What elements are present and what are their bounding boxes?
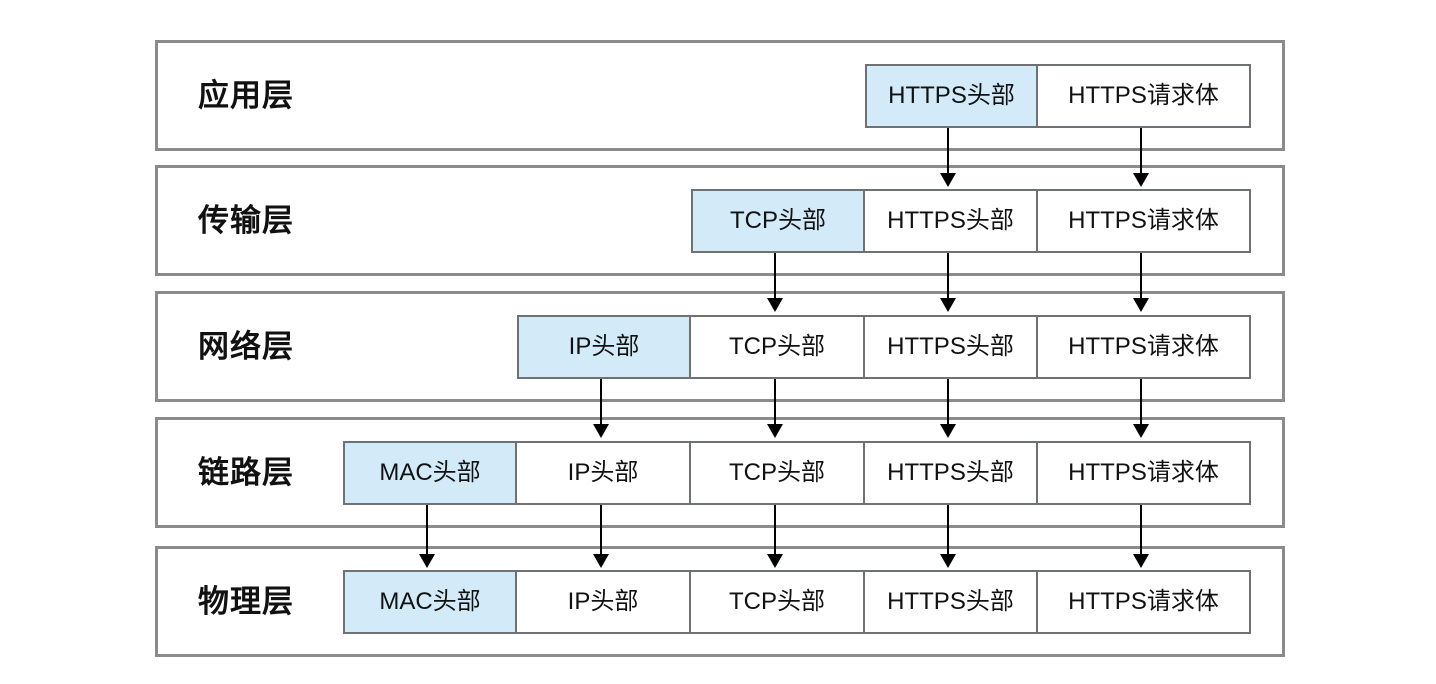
cell-https-body: HTTPS请求体 [1036,441,1251,505]
layer-label-network: 网络层 [198,329,294,364]
cell-ip-header: IP头部 [517,315,691,379]
cell-https-header: HTTPS头部 [863,570,1038,634]
layer-row-physical: 物理层 MAC头部 IP头部 TCP头部 HTTPS头部 HTTPS请求体 [155,546,1285,657]
cell-https-body: HTTPS请求体 [1036,570,1251,634]
cell-https-header: HTTPS头部 [865,64,1038,128]
layer-row-transport: 传输层 TCP头部 HTTPS头部 HTTPS请求体 [155,165,1285,276]
cell-ip-header: IP头部 [515,441,691,505]
cell-https-header: HTTPS头部 [863,189,1038,253]
cell-https-body: HTTPS请求体 [1036,64,1251,128]
layer-label-application: 应用层 [198,78,294,113]
cell-ip-header: IP头部 [515,570,691,634]
layer-label-physical: 物理层 [198,584,294,619]
layer-row-network: 网络层 IP头部 TCP头部 HTTPS头部 HTTPS请求体 [155,291,1285,402]
cell-tcp-header: TCP头部 [689,570,865,634]
cell-mac-header: MAC头部 [343,441,517,505]
layer-label-link: 链路层 [198,455,294,490]
cell-mac-header: MAC头部 [343,570,517,634]
cell-https-body: HTTPS请求体 [1036,189,1251,253]
layer-row-link: 链路层 MAC头部 IP头部 TCP头部 HTTPS头部 HTTPS请求体 [155,417,1285,528]
cell-tcp-header: TCP头部 [689,441,865,505]
cell-tcp-header: TCP头部 [689,315,865,379]
layer-row-application: 应用层 HTTPS头部 HTTPS请求体 [155,40,1285,151]
cell-https-header: HTTPS头部 [863,315,1038,379]
cell-tcp-header: TCP头部 [691,189,865,253]
cell-https-body: HTTPS请求体 [1036,315,1251,379]
layer-label-transport: 传输层 [198,203,294,238]
cell-https-header: HTTPS头部 [863,441,1038,505]
